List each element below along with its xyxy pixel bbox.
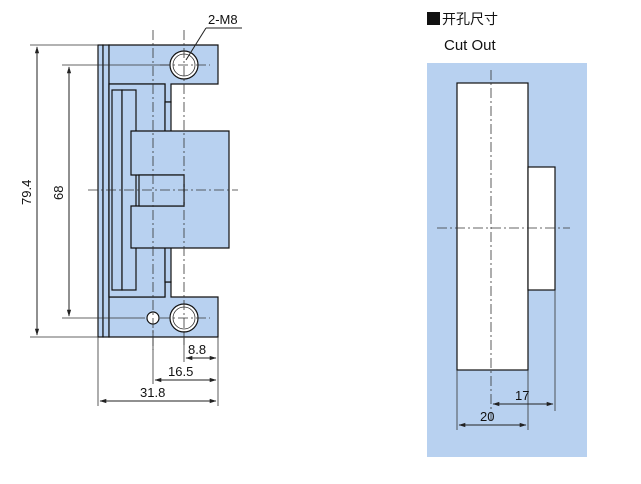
plate-strip-outer: [97, 44, 104, 338]
cutout-side-opening: [527, 166, 556, 291]
title-bullet: [427, 12, 440, 25]
cutout-dim-17-label: 17: [515, 388, 529, 403]
cutout-view: [427, 63, 587, 457]
dimension-widths: 8.8 16.5 31.8: [97, 330, 219, 406]
plate-strip-inner: [102, 44, 110, 338]
cutout-dimensions: 17 20: [456, 290, 556, 430]
cutout-title-en: Cut Out: [444, 37, 497, 54]
dim-79-4-label: 79.4: [19, 180, 34, 205]
part-front-view: [88, 30, 238, 350]
latch-notch: [138, 174, 185, 207]
cutout-header: 开孔尺寸 Cut Out: [427, 11, 498, 54]
hole-callout-label: 2-M8: [208, 12, 238, 27]
dimension-overall-height: 79.4: [19, 44, 98, 338]
dimension-hole-spacing: 68: [51, 64, 170, 319]
cutout-main-opening: [456, 82, 529, 371]
callout-leader: [185, 27, 207, 61]
cutout-dim-20-label: 20: [480, 409, 494, 424]
cutout-title-cn: 开孔尺寸: [442, 11, 498, 27]
dim-16-5-label: 16.5: [168, 364, 193, 379]
dim-68-label: 68: [51, 186, 66, 200]
hole-callout: 2-M8: [185, 12, 242, 61]
dim-31-8-label: 31.8: [140, 385, 165, 400]
dim-8-8-label: 8.8: [188, 342, 206, 357]
